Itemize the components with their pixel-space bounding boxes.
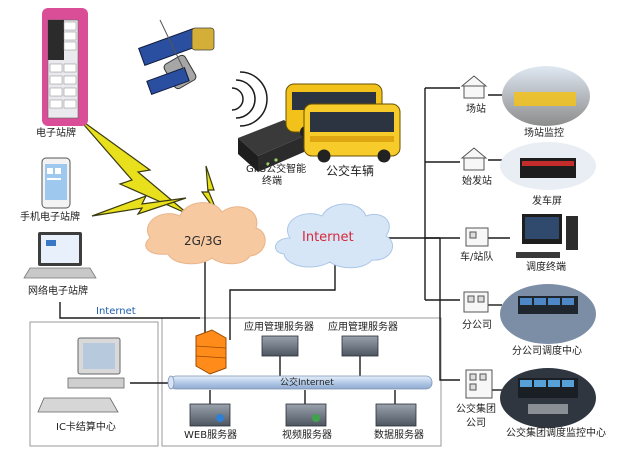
label-gps-terminal-2: 终端: [262, 176, 282, 187]
firewall-icon: [195, 329, 227, 375]
label-data-server: 数据服务器: [374, 430, 424, 441]
label-web-station: 网络电子站牌: [28, 286, 88, 297]
label-bus-internet: 公交Internet: [280, 378, 334, 388]
house-icon: [460, 75, 493, 399]
label-internet-line: Internet: [96, 306, 136, 317]
label-branch-dispatch: 分公司调度中心: [512, 346, 582, 357]
lightning-bolts: [77, 117, 219, 217]
server-icon: [189, 335, 417, 427]
kiosk-icon: [42, 8, 88, 126]
label-video-server: 视频服务器: [282, 430, 332, 441]
label-ic-center: IC卡结算中心: [56, 422, 116, 433]
ic-zone-frame: [29, 321, 159, 447]
label-dispatch-terminal: 调度终端: [526, 262, 566, 273]
laptop-icon: [23, 232, 97, 279]
label-web-server: WEB服务器: [184, 430, 238, 441]
label-group-1: 公交集团: [456, 404, 496, 415]
computer-icon: [37, 337, 125, 413]
signal-waves-icon: [231, 71, 268, 127]
label-2g3g: 2G/3G: [184, 234, 222, 248]
server-zone-frame: [161, 317, 442, 447]
label-yard-monitor: 场站监控: [524, 128, 564, 139]
cloud-internet: [275, 203, 393, 269]
phone-icon: [41, 157, 71, 209]
label-terminal-station: 始发站: [462, 176, 492, 187]
bus-internet-pipe: [167, 375, 433, 390]
label-branch: 分公司: [462, 320, 492, 331]
label-group-2: 公司: [466, 418, 486, 429]
cloud-2g3g: [145, 202, 266, 265]
bus-icon: [285, 83, 401, 163]
label-gps-terminal-1: GPS公交智能: [246, 164, 307, 175]
label-bus: 公交车辆: [326, 164, 375, 178]
label-internet-cloud: Internet: [302, 230, 354, 245]
label-phone-station: 手机电子站牌: [20, 212, 80, 223]
label-yard: 场站: [466, 104, 486, 115]
satellite-icon: [138, 19, 215, 96]
label-e-station: 电子站牌: [36, 128, 76, 139]
label-group-monitor: 公交集团调度监控中心: [506, 428, 606, 439]
label-app-server-2: 应用管理服务器: [328, 322, 398, 333]
label-team-station: 车/站队: [460, 252, 494, 263]
label-app-server-1: 应用管理服务器: [244, 322, 314, 333]
photo-icon: [500, 66, 596, 428]
label-departure-screen: 发车屏: [532, 196, 562, 207]
